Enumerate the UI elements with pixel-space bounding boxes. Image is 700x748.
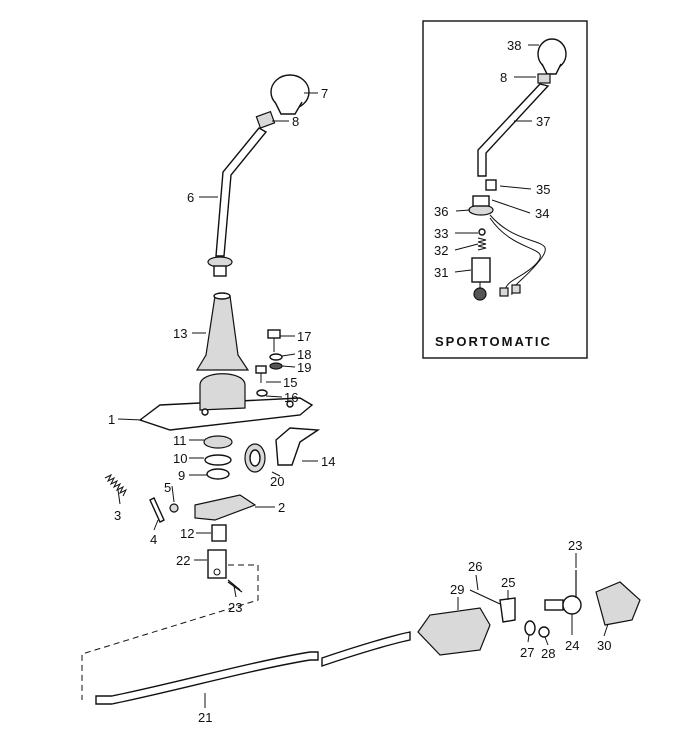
inset-label: SPORTOMATIC: [435, 334, 552, 349]
callout-24: 24: [565, 638, 579, 653]
callout-12: 12: [180, 526, 194, 541]
ring-10: [204, 454, 232, 466]
callout-28: 28: [541, 646, 555, 661]
pin-4: [149, 497, 165, 523]
bushing-5: [169, 503, 179, 513]
inset-spring: [477, 237, 487, 251]
spring-3: [104, 473, 128, 497]
callout-37: 37: [536, 114, 550, 129]
inset-pin: [485, 179, 497, 191]
coupling-22: [207, 549, 227, 579]
callout-29: 29: [450, 582, 464, 597]
callout-1: 1: [108, 412, 115, 427]
ring-9: [206, 468, 230, 480]
bracket-14: [275, 427, 321, 466]
callout-14: 14: [321, 454, 335, 469]
callout-10: 10: [173, 451, 187, 466]
callout-25: 25: [501, 575, 515, 590]
inset-switch-collar: [468, 195, 494, 216]
inset-lever-base: [471, 257, 491, 301]
callout-8: 8: [292, 114, 299, 129]
inset-bushing: [537, 73, 551, 84]
callout-36: 36: [434, 204, 448, 219]
callout-33: 33: [434, 226, 448, 241]
callout-13: 13: [173, 326, 187, 341]
callout-38: 38: [507, 38, 521, 53]
inset-ball: [478, 228, 486, 236]
inset-shift-lever: [477, 83, 550, 177]
nut-28: [538, 626, 550, 638]
lever-ball-end: [207, 256, 233, 277]
washer-18: [269, 353, 283, 361]
callout-3: 3: [114, 508, 121, 523]
callout-5: 5: [164, 480, 171, 495]
rod-boot-29: [417, 607, 491, 656]
callout-4: 4: [150, 532, 157, 547]
callout-22: 22: [176, 553, 190, 568]
callout-35: 35: [536, 182, 550, 197]
callout-30: 30: [597, 638, 611, 653]
callout-11: 11: [173, 433, 187, 448]
callout-21: 21: [198, 710, 212, 725]
callout-16: 16: [284, 390, 298, 405]
bolt-23-upper: [227, 579, 241, 591]
callout-23-right: 23: [568, 538, 582, 553]
callout-7: 7: [321, 86, 328, 101]
sleeve-12: [211, 524, 227, 542]
callout-19: 19: [297, 360, 311, 375]
bolt-15: [255, 365, 267, 383]
inset-shift-knob: [537, 38, 567, 75]
washer-16: [256, 389, 268, 397]
lever-housing: [138, 373, 314, 431]
callout-15: 15: [283, 375, 297, 390]
callout-8-inset: 8: [500, 70, 507, 85]
callout-32: 32: [434, 243, 448, 258]
shift-rod-front: [321, 631, 411, 667]
callout-9: 9: [178, 468, 185, 483]
callout-31: 31: [434, 265, 448, 280]
inset-wire: [489, 214, 546, 296]
shift-rod-rear: [95, 651, 319, 705]
sportomatic-inset: SPORTOMATIC: [422, 20, 588, 359]
leader-lines: [117, 92, 609, 708]
shift-lever: [215, 127, 268, 257]
washer-19: [269, 362, 283, 370]
bolt-26: [469, 589, 501, 605]
callout-18: 18: [297, 347, 311, 362]
callout-17: 17: [297, 329, 311, 344]
joint-24: [544, 595, 582, 615]
callout-23-left: 23: [228, 600, 242, 615]
callout-34: 34: [535, 206, 549, 221]
callout-20: 20: [270, 474, 284, 489]
ring-11: [203, 435, 233, 449]
lever-bushing: [255, 110, 276, 129]
boot-30: [595, 581, 641, 626]
clamp-25: [499, 597, 516, 623]
callout-2: 2: [278, 500, 285, 515]
bolt-17: [267, 329, 281, 352]
bushing-20: [244, 443, 266, 473]
callout-6: 6: [187, 190, 194, 205]
shift-knob: [270, 74, 310, 115]
dashed-guide: [81, 564, 259, 700]
callout-26: 26: [468, 559, 482, 574]
callout-27: 27: [520, 645, 534, 660]
washer-27: [524, 620, 536, 636]
guide-plate: [194, 494, 257, 521]
